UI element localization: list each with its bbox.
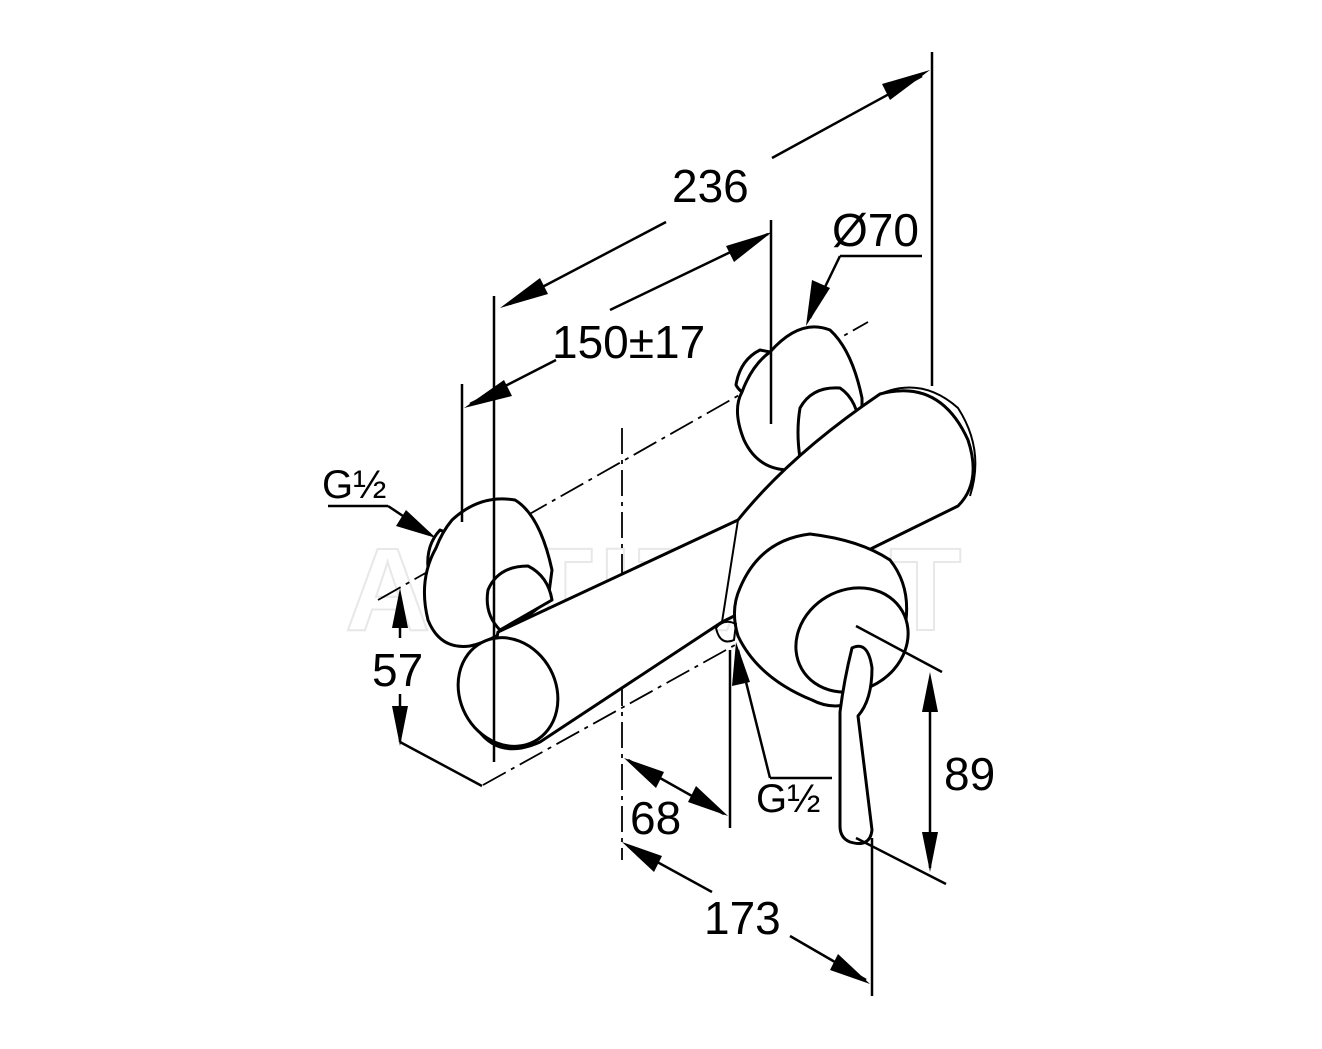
extension-lines bbox=[399, 52, 947, 996]
dim-label-g-bottom: G½ bbox=[756, 777, 820, 821]
dim-label-68: 68 bbox=[630, 792, 681, 844]
dimension-57: 57 bbox=[372, 588, 423, 746]
dimension-150: 150±17 bbox=[464, 232, 772, 408]
dim-label-173: 173 bbox=[704, 892, 781, 944]
dim-label-150: 150±17 bbox=[552, 316, 705, 368]
dim-label-diameter: Ø70 bbox=[832, 204, 919, 256]
label-outlet-bottom: G½ bbox=[732, 642, 832, 821]
dimension-diameter: Ø70 bbox=[806, 204, 922, 326]
dim-label-g-left: G½ bbox=[322, 463, 386, 507]
dimension-173: 173 bbox=[622, 842, 870, 984]
dim-label-89: 89 bbox=[944, 748, 995, 800]
dim-label-57: 57 bbox=[372, 644, 423, 696]
dimension-89: 89 bbox=[922, 672, 995, 872]
label-inlet-left: G½ bbox=[322, 463, 436, 538]
dimension-68: 68 bbox=[624, 758, 728, 844]
mixer-body bbox=[456, 386, 977, 751]
dimension-236: 236 bbox=[500, 70, 930, 308]
dim-label-236: 236 bbox=[672, 160, 749, 212]
lever-handle bbox=[714, 532, 910, 845]
